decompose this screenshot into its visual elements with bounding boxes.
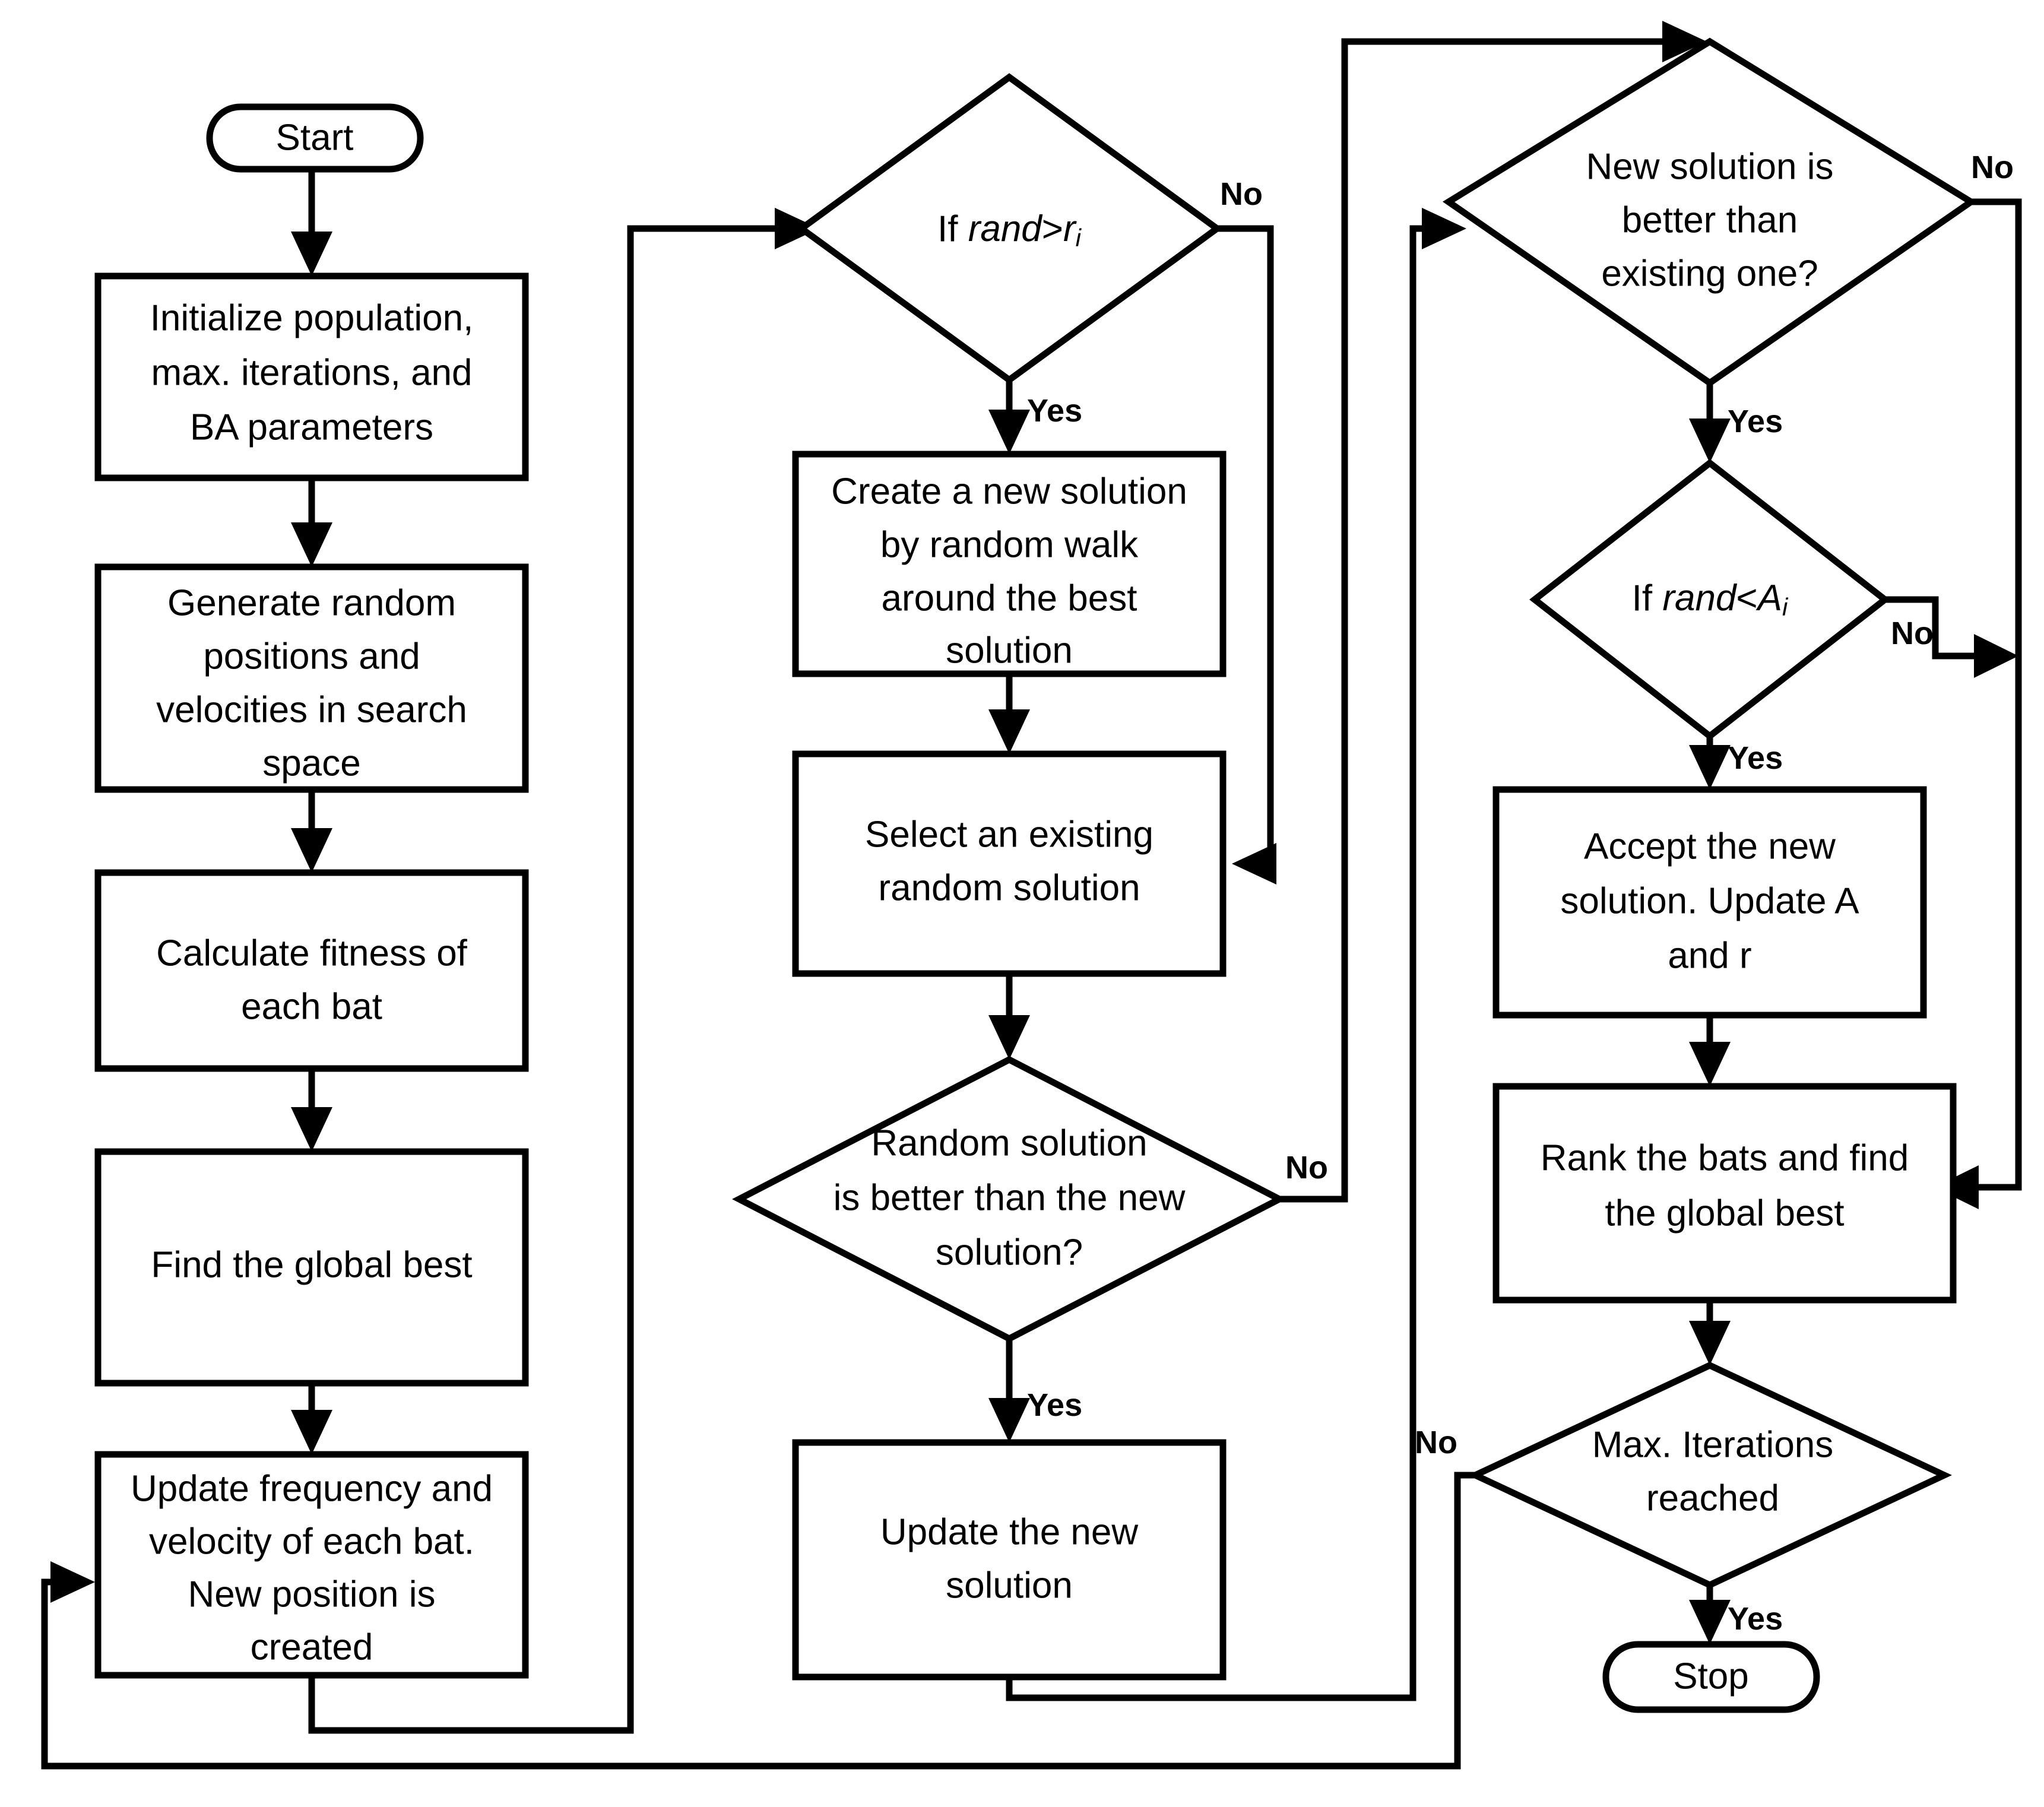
edge-globalbest-to-updatefreq [291,1383,332,1454]
edge-label-randombetter-no: No [1285,1150,1328,1185]
node-generate-line-3: velocities in search [156,689,467,730]
node-newbetter-line-3: existing one? [1601,253,1818,294]
node-generate[interactable]: Generate random positions and velocities… [94,563,529,793]
node-newbetter[interactable]: New solution is better than existing one… [1442,37,1978,387]
node-createnew[interactable]: Create a new solution by random walk aro… [792,451,1227,677]
node-updatefreq[interactable]: Update frequency and velocity of each ba… [94,1451,529,1679]
edge-start-to-initialize [291,169,332,276]
edge-selectexisting-to-randombetter [988,974,1030,1060]
node-fitness[interactable]: Calculate fitness of each bat [94,869,529,1072]
edge-accept-to-rank [1689,1015,1731,1086]
node-updatefreq-line-3: New position is [188,1574,436,1615]
node-maxiter-line-1: Max. Iterations [1592,1424,1834,1465]
edge-label-maxiter-yes: Yes [1728,1601,1783,1637]
edge-ifranda-yes [1689,736,1731,790]
edge-label-newbetter-no: No [1971,150,2014,185]
node-selectexisting[interactable]: Select an existing random solution [792,750,1227,977]
node-newbetter-line-1: New solution is [1586,146,1834,187]
node-selectexisting-line-1: Select an existing [865,814,1153,855]
node-ifrandr[interactable]: If rand>ri [796,73,1223,384]
node-updatenew-line-2: solution [946,1565,1073,1606]
node-globalbest-line-1: Find the global best [151,1244,472,1285]
node-rank-line-2: the global best [1605,1193,1844,1234]
node-updatefreq-line-2: velocity of each bat. [149,1521,474,1562]
node-initialize-line-3: BA parameters [190,407,433,448]
node-initialize-line-2: max. iterations, and [151,352,472,393]
node-globalbest[interactable]: Find the global best [94,1148,529,1387]
node-stop-label: Stop [1673,1656,1749,1697]
edge-ifranda-no [1885,596,2018,678]
edge-generate-to-fitness [291,790,332,873]
edge-ifrandr-yes [988,380,1030,454]
node-initialize-line-1: Initialize population, [150,297,474,338]
edge-label-ifranda-no: No [1891,616,1934,651]
node-generate-line-4: space [262,743,360,784]
edge-label-ifrandr-yes: Yes [1027,393,1082,429]
node-updatefreq-line-4: created [251,1627,373,1667]
edge-ifrandr-no [1217,225,1276,885]
node-accept[interactable]: Accept the new solution. Update A and r [1492,786,1927,1019]
node-randombetter-line-1: Random solution [871,1123,1147,1164]
node-fitness-line-1: Calculate fitness of [156,933,468,974]
edge-label-ifranda-yes: Yes [1728,740,1783,776]
node-start-label: Start [276,117,354,158]
node-accept-line-2: solution. Update A [1560,880,1859,921]
node-rank[interactable]: Rank the bats and find the global best [1492,1083,1957,1304]
node-fitness-line-2: each bat [241,986,382,1027]
node-stop[interactable]: Stop [1602,1641,1820,1713]
edge-label-randombetter-yes: Yes [1027,1387,1082,1423]
edge-label-newbetter-yes: Yes [1728,404,1783,439]
node-maxiter-line-2: reached [1646,1478,1779,1518]
edge-newbetter-yes [1689,383,1731,463]
edge-label-maxiter-no: No [1415,1425,1457,1460]
node-ifrandr-label: If rand>ri [937,208,1082,252]
node-start[interactable]: Start [206,103,424,173]
node-updatenew-line-1: Update the new [880,1511,1139,1552]
edge-randombetter-no [1279,21,1707,1203]
edge-rank-to-maxiter [1689,1300,1731,1365]
edge-fitness-to-globalbest [291,1069,332,1152]
node-rank-line-1: Rank the bats and find [1541,1137,1909,1178]
node-updatefreq-line-1: Update frequency and [131,1468,493,1509]
edge-initialize-to-generate [291,478,332,567]
edge-newbetter-no [1934,198,2022,1209]
node-randombetter-line-2: is better than the new [834,1177,1186,1218]
edge-maxiter-yes [1689,1585,1731,1644]
node-ifranda[interactable]: If rand<Ai [1529,459,1890,740]
node-accept-line-3: and r [1668,935,1751,976]
edge-label-ifrandr-no: No [1220,176,1263,212]
edge-updatenew-to-newbetter [1006,208,1466,1701]
node-accept-line-1: Accept the new [1584,826,1836,867]
node-randombetter[interactable]: Random solution is better than the new s… [732,1055,1286,1343]
node-ifranda-label: If rand<Ai [1632,578,1789,621]
node-selectexisting-line-2: random solution [878,867,1140,908]
node-createnew-line-3: around the best [882,578,1137,619]
node-maxiter[interactable]: Max. Iterations reached [1468,1361,1952,1589]
node-createnew-line-4: solution [946,630,1073,671]
node-updatenew[interactable]: Update the new solution [792,1439,1227,1681]
node-newbetter-line-2: better than [1622,199,1798,240]
node-generate-line-1: Generate random [167,582,456,623]
node-randombetter-line-3: solution? [936,1232,1083,1273]
edge-randombetter-yes [988,1339,1030,1443]
node-createnew-line-2: by random walk [880,524,1139,565]
edge-createnew-to-selectexisting [988,674,1030,754]
node-createnew-line-1: Create a new solution [831,471,1187,512]
node-generate-line-2: positions and [203,636,420,677]
node-initialize[interactable]: Initialize population, max. iterations, … [94,272,529,481]
